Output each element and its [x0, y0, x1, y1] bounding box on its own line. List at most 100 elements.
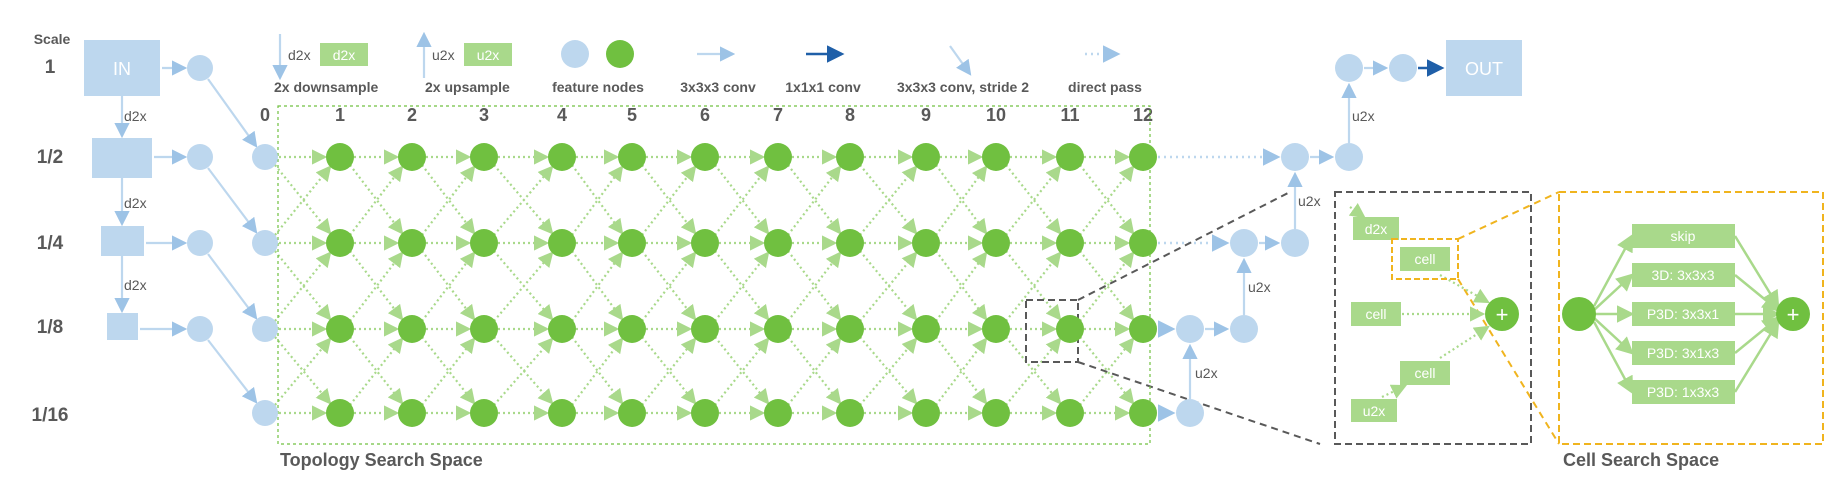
legend-d2x-label: d2x [288, 47, 311, 63]
feature-node [836, 315, 864, 343]
grid-edge [493, 250, 554, 321]
decoder-u2x-label-4: u2x [1352, 108, 1375, 124]
grid-edge [349, 164, 404, 235]
grid-edge [1079, 250, 1135, 321]
legend-stride-arrow [949, 45, 972, 76]
feature-node [982, 315, 1010, 343]
column-number: 5 [627, 105, 637, 125]
encoder-node [187, 144, 213, 170]
legend-conv3-stride-label: 3x3x3 conv, stride 2 [897, 79, 1029, 95]
column-number: 12 [1133, 105, 1153, 125]
feature-node [326, 399, 354, 427]
grid-edge [274, 337, 332, 406]
grid-edge [859, 251, 918, 322]
edges-layer [114, 31, 1781, 445]
grid-edge [641, 250, 697, 321]
decoder-node-1-a [1335, 54, 1363, 82]
grid-edge [935, 251, 988, 322]
cell-detail-edge [1439, 325, 1490, 359]
feature-node [252, 230, 278, 256]
grid-edge [493, 164, 554, 235]
decoder-node-1-16 [1176, 399, 1204, 427]
scale-block-1-8 [107, 313, 138, 340]
zoom-connector [1077, 361, 1321, 445]
out-block-label: OUT [1465, 59, 1503, 79]
cell-op-label: skip [1671, 228, 1696, 244]
feature-node [252, 316, 278, 342]
scale-label-1-16: 1/16 [32, 405, 69, 426]
cell-op-out-edge [1733, 235, 1780, 309]
grid-edge [571, 165, 624, 236]
scale-label-1: 1 [45, 57, 56, 78]
grid-edge [859, 337, 918, 406]
column-number: 6 [700, 105, 710, 125]
cell-detail-d2x-box [1353, 217, 1399, 240]
feature-node [1129, 143, 1157, 171]
grid-edge [859, 250, 918, 321]
cell-detail-edge [1439, 274, 1490, 304]
grid-edge [571, 164, 624, 235]
grid-edge [935, 250, 988, 321]
cell-op-out-edge [1734, 316, 1780, 354]
cell-detail-cell-selection [1391, 238, 1459, 280]
grid-edge [641, 337, 697, 406]
grid-edge [787, 165, 842, 236]
legend-feature-node-green [606, 40, 634, 68]
feature-node [252, 400, 278, 426]
grid-edge [714, 336, 770, 405]
grid-edge [1005, 251, 1062, 322]
feature-node [1056, 143, 1084, 171]
grid-edge [935, 337, 988, 406]
column-number: 2 [407, 105, 417, 125]
feature-node [398, 229, 426, 257]
feature-node [912, 315, 940, 343]
feature-node [470, 399, 498, 427]
grid-edge [571, 251, 624, 322]
cell-detail-sum-label: + [1496, 302, 1509, 327]
legend-u2x-label: u2x [432, 47, 455, 63]
feature-node [548, 399, 576, 427]
grid-edge [787, 164, 842, 235]
grid-edge [274, 164, 332, 235]
pyramid-d2x-label-3: d2x [124, 277, 147, 293]
feature-node [691, 315, 719, 343]
feature-node [326, 229, 354, 257]
grid-edge [493, 251, 554, 322]
column-number: 9 [921, 105, 931, 125]
legend-conv1-label: 1x1x1 conv [785, 79, 861, 95]
grid-edge [1005, 165, 1062, 236]
feature-node [691, 143, 719, 171]
encoder-stride-edge [207, 78, 258, 148]
cell-op-box [1632, 224, 1735, 248]
feature-node [618, 399, 646, 427]
grid-edge [787, 251, 842, 322]
grid-edge [571, 337, 624, 406]
cell-detail-cell-box-top [1400, 247, 1450, 271]
grid-edge [274, 165, 332, 236]
feature-node [764, 143, 792, 171]
cell-op-box [1632, 341, 1735, 365]
feature-node [470, 143, 498, 171]
scale-label-1-4: 1/4 [37, 233, 64, 254]
feature-node [982, 399, 1010, 427]
feature-node [470, 315, 498, 343]
grid-edge [787, 336, 842, 405]
cell-detail-cell-label-mid: cell [1365, 306, 1386, 322]
grid-edge [421, 250, 476, 321]
grid-edge [1079, 165, 1135, 236]
grid-edge [493, 165, 554, 236]
column-number: 3 [479, 105, 489, 125]
scale-block-1-2 [92, 138, 152, 178]
feature-node [982, 143, 1010, 171]
legend-direct-label: direct pass [1068, 79, 1142, 95]
grid-edge [421, 165, 476, 236]
grid-edge [1005, 336, 1062, 405]
feature-node [982, 229, 1010, 257]
decoder-u2x-label-3: u2x [1298, 193, 1321, 209]
grid-edge [349, 165, 404, 236]
legend-feature-node-blue [561, 40, 589, 68]
cell-detail-u2x-box [1351, 399, 1397, 422]
cell-op-label: 3D: 3x3x3 [1651, 267, 1714, 283]
grid-edge [421, 336, 476, 405]
encoder-stride-edge [207, 167, 258, 234]
